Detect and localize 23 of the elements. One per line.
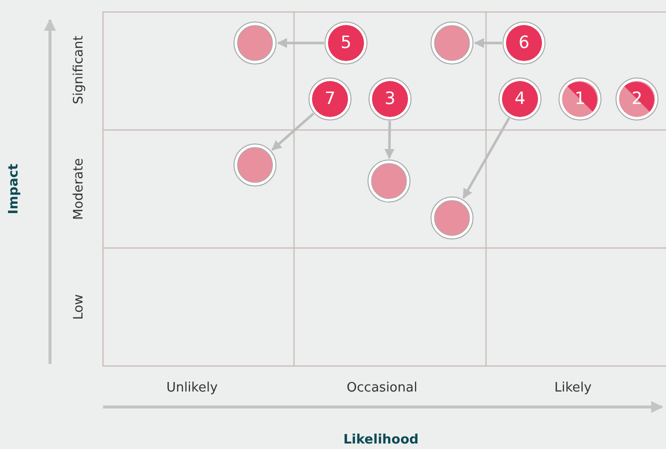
axis-title: Likelihood [343, 432, 419, 448]
target-circle [367, 159, 411, 203]
axis-category-label: Unlikely [166, 380, 218, 396]
target-circle [233, 21, 277, 65]
axis-category-label: Low [72, 294, 86, 320]
risk-marker: 5 [324, 21, 368, 65]
target-circle [430, 196, 474, 240]
target-circle [233, 143, 277, 187]
risk-marker: 6 [502, 21, 546, 65]
axis-title: Impact [6, 164, 22, 214]
arrow [271, 112, 314, 151]
arrow [474, 38, 502, 48]
axis-category-label: Likely [554, 380, 592, 396]
arrow [277, 38, 324, 48]
axis-category-label: Occasional [346, 380, 418, 396]
risk-marker: 7 [308, 77, 352, 121]
axis-category-label: Significant [72, 36, 86, 104]
axis-category-label: Moderate [72, 158, 86, 220]
target-circle [430, 21, 474, 65]
arrow [462, 117, 510, 199]
arrow [384, 120, 394, 159]
risk-marker: 4 [498, 77, 542, 121]
risk-marker: 3 [368, 77, 412, 121]
